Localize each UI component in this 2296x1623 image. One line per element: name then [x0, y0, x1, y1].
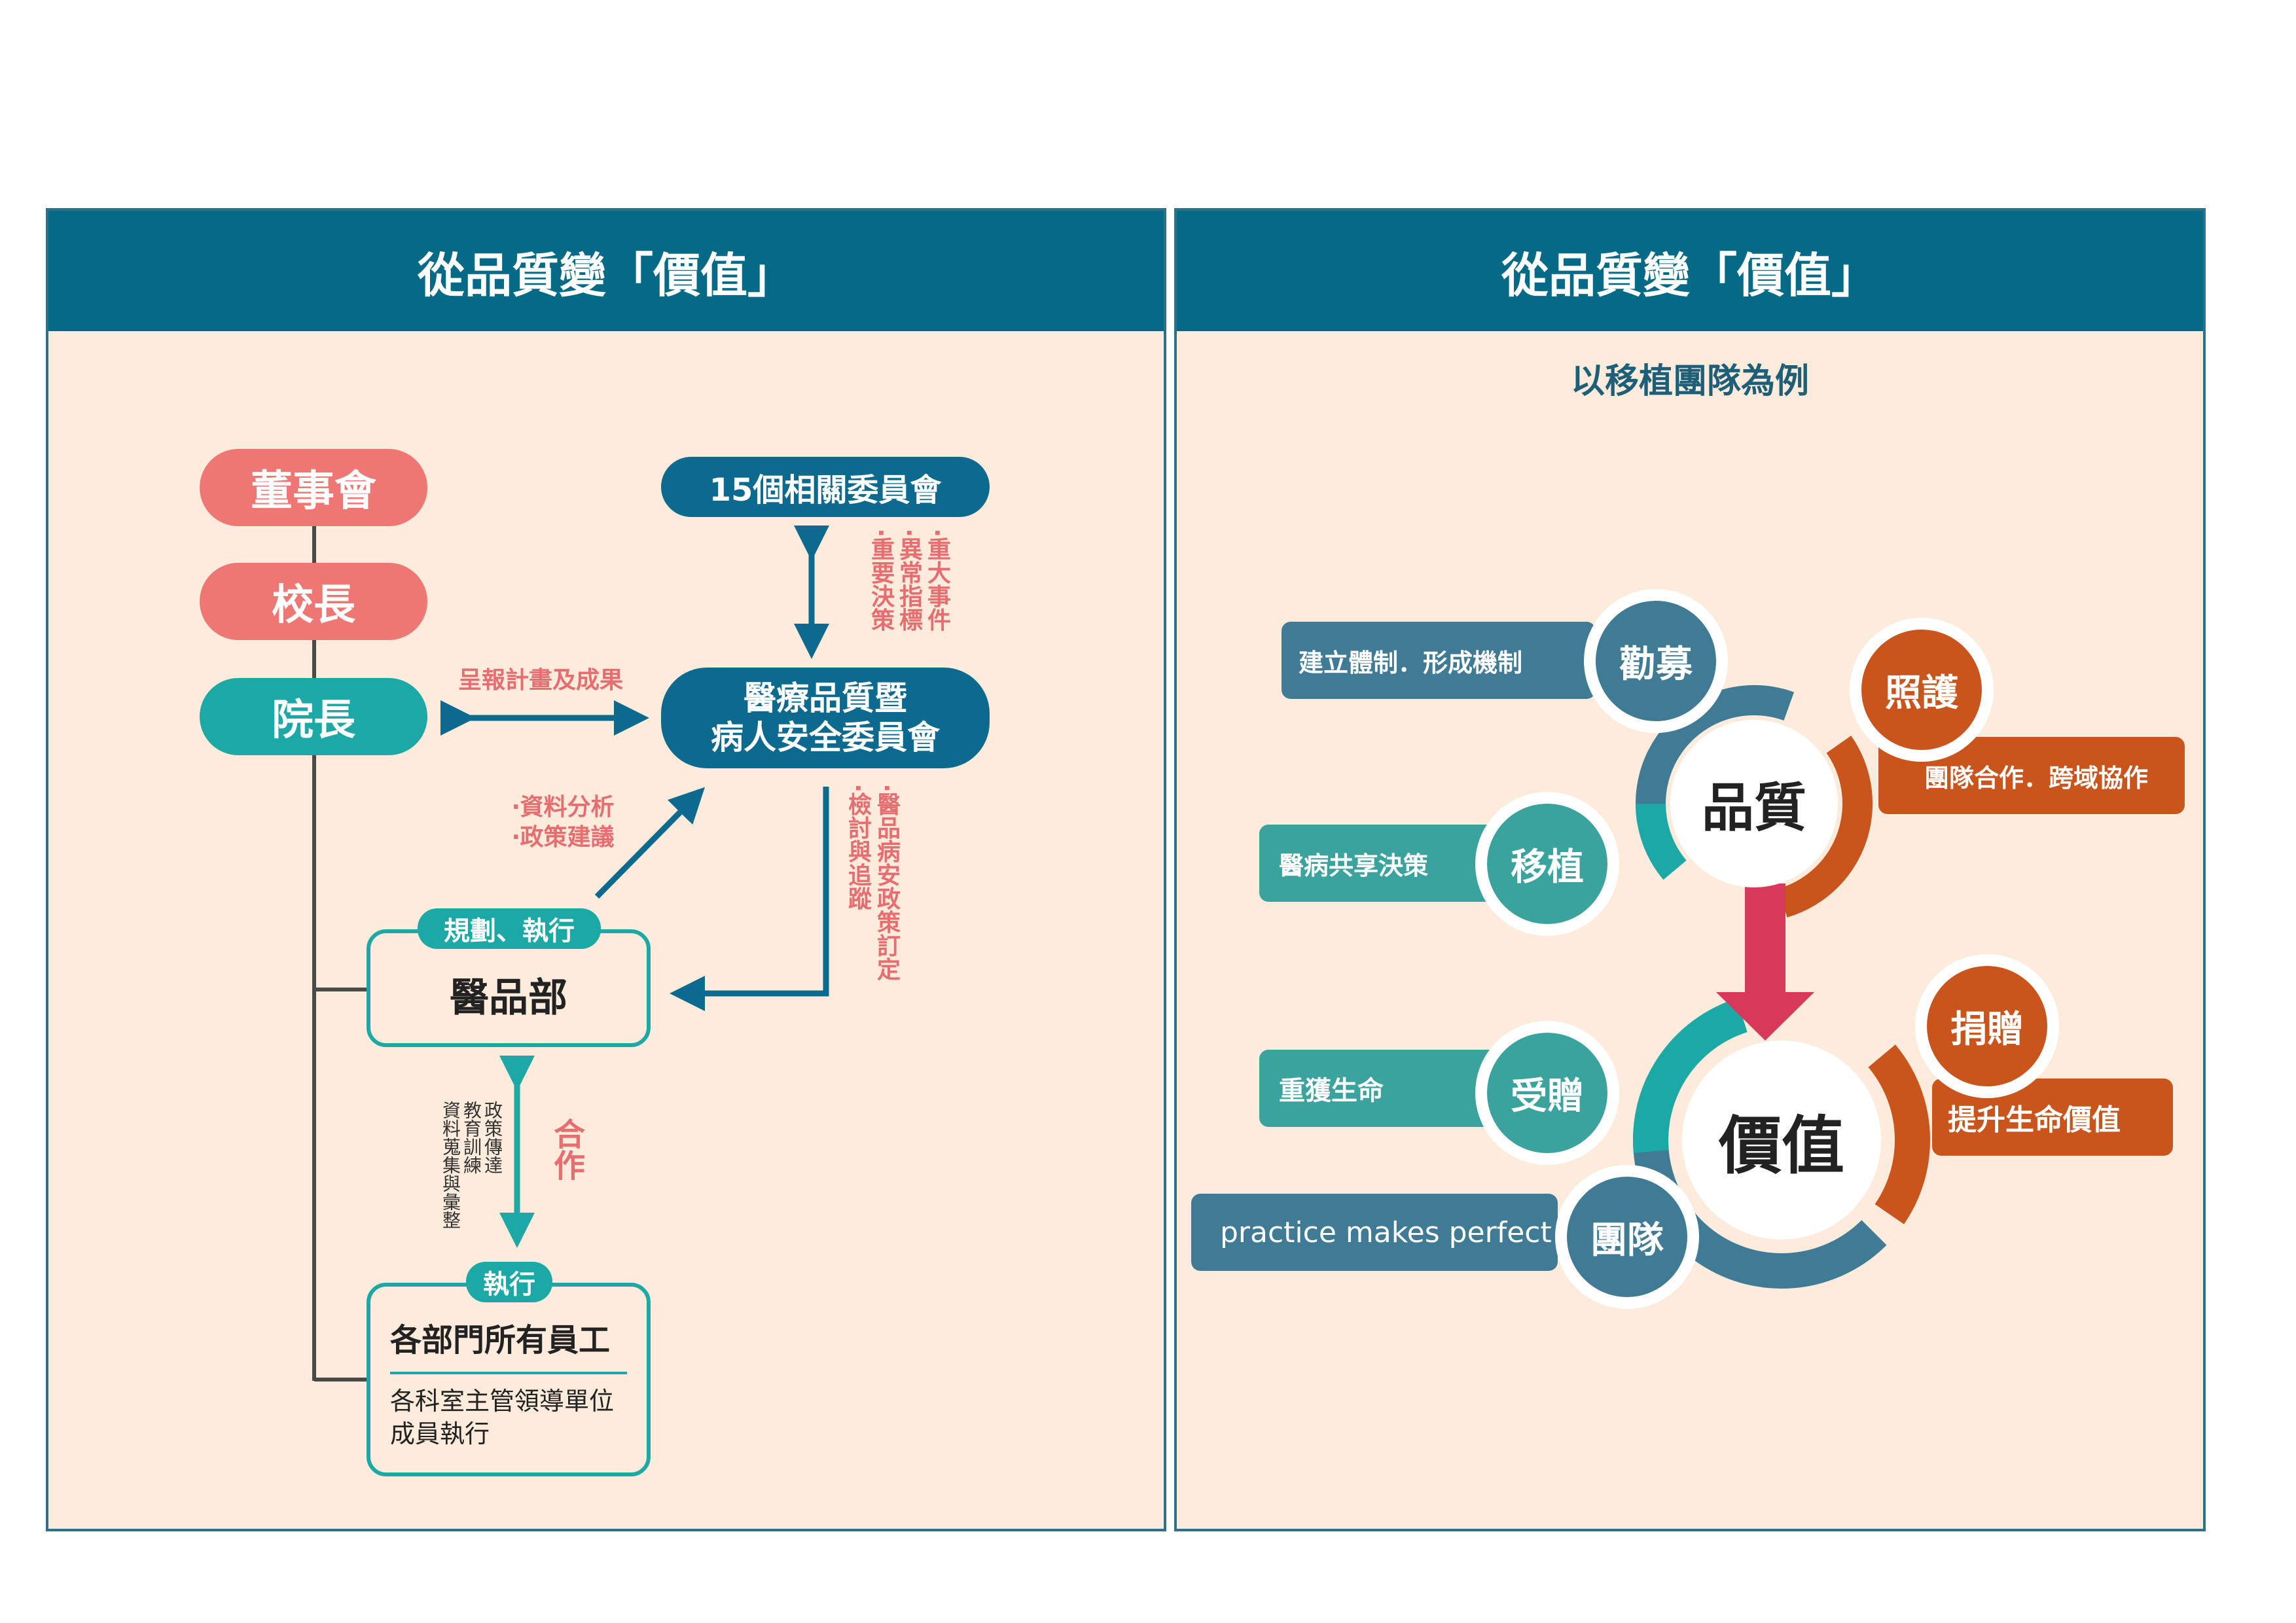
right-note-1: ‧重大事件	[924, 529, 950, 632]
care-bubble: 照護	[1861, 630, 1982, 750]
staff-title: 各部門所有員工	[390, 1322, 611, 1359]
right-panel-subtitle: 以移植團隊為例	[1570, 362, 1809, 401]
analysis-note-2: ‧政策建議	[512, 824, 615, 851]
quality-center: 品質	[1670, 720, 1838, 887]
quality-ring-orange	[1636, 685, 1873, 922]
recruit-bubble: 勸募	[1596, 601, 1716, 721]
value-ring-orange	[1633, 991, 1930, 1289]
arrow-head	[1716, 992, 1814, 1041]
receive-bubble: 受贈	[1487, 1033, 1607, 1153]
president-node: 校長	[200, 563, 427, 640]
left-panel-title: 從品質變「價值」	[48, 211, 1164, 331]
team-bubble: 團隊	[1567, 1177, 1687, 1297]
policy-note-2: ‧檢討與追蹤	[844, 784, 871, 910]
arrow-shaft	[1745, 883, 1785, 995]
transplant-bubble: 移植	[1487, 804, 1607, 924]
quality-ring-teal	[1636, 685, 1873, 922]
small-note-3: 資料蒐集與彙整	[440, 1101, 461, 1229]
superintendent-node: 院長	[200, 678, 427, 755]
small-note-1: 政策傳達	[482, 1101, 503, 1174]
value-ring-teal	[1633, 991, 1930, 1289]
safety-committee-node: 醫療品質暨 病人安全委員會	[661, 668, 990, 768]
report-label: 呈報計畫及成果	[458, 667, 624, 694]
policy-arrow	[670, 787, 829, 1011]
donate-bubble: 捐贈	[1927, 966, 2047, 1086]
dept-box: 醫品部	[367, 929, 651, 1047]
small-note-2: 教育訓練	[461, 1101, 482, 1174]
policy-note-1: ‧醫品病安政策訂定	[873, 784, 900, 981]
right-note-3: ‧重要決策	[867, 529, 894, 632]
right-note-2: ‧異常指標	[895, 529, 922, 632]
team-bar: practice makes perfect	[1191, 1194, 1558, 1271]
committees-node: 15個相關委員會	[661, 457, 990, 517]
board-node: 董事會	[200, 449, 427, 526]
right-panel-title: 從品質變「價值」	[1177, 211, 2203, 331]
analysis-arrow	[594, 787, 705, 899]
recruit-bar: 建立體制．形成機制	[1282, 622, 1596, 699]
dept-label: 醫品部	[450, 975, 567, 1021]
exec-tag: 執行	[466, 1262, 552, 1302]
staff-desc: 各科室主管領導單位 成員執行	[390, 1387, 615, 1448]
value-center: 價值	[1682, 1041, 1881, 1240]
analysis-note-1: ‧資料分析	[512, 794, 615, 821]
staff-box: 各部門所有員工 各科室主管領導單位 成員執行	[367, 1283, 651, 1476]
plan-tag: 規劃、執行	[418, 908, 601, 949]
staff-divider	[390, 1372, 627, 1374]
coop-label: 合作	[548, 1118, 584, 1181]
